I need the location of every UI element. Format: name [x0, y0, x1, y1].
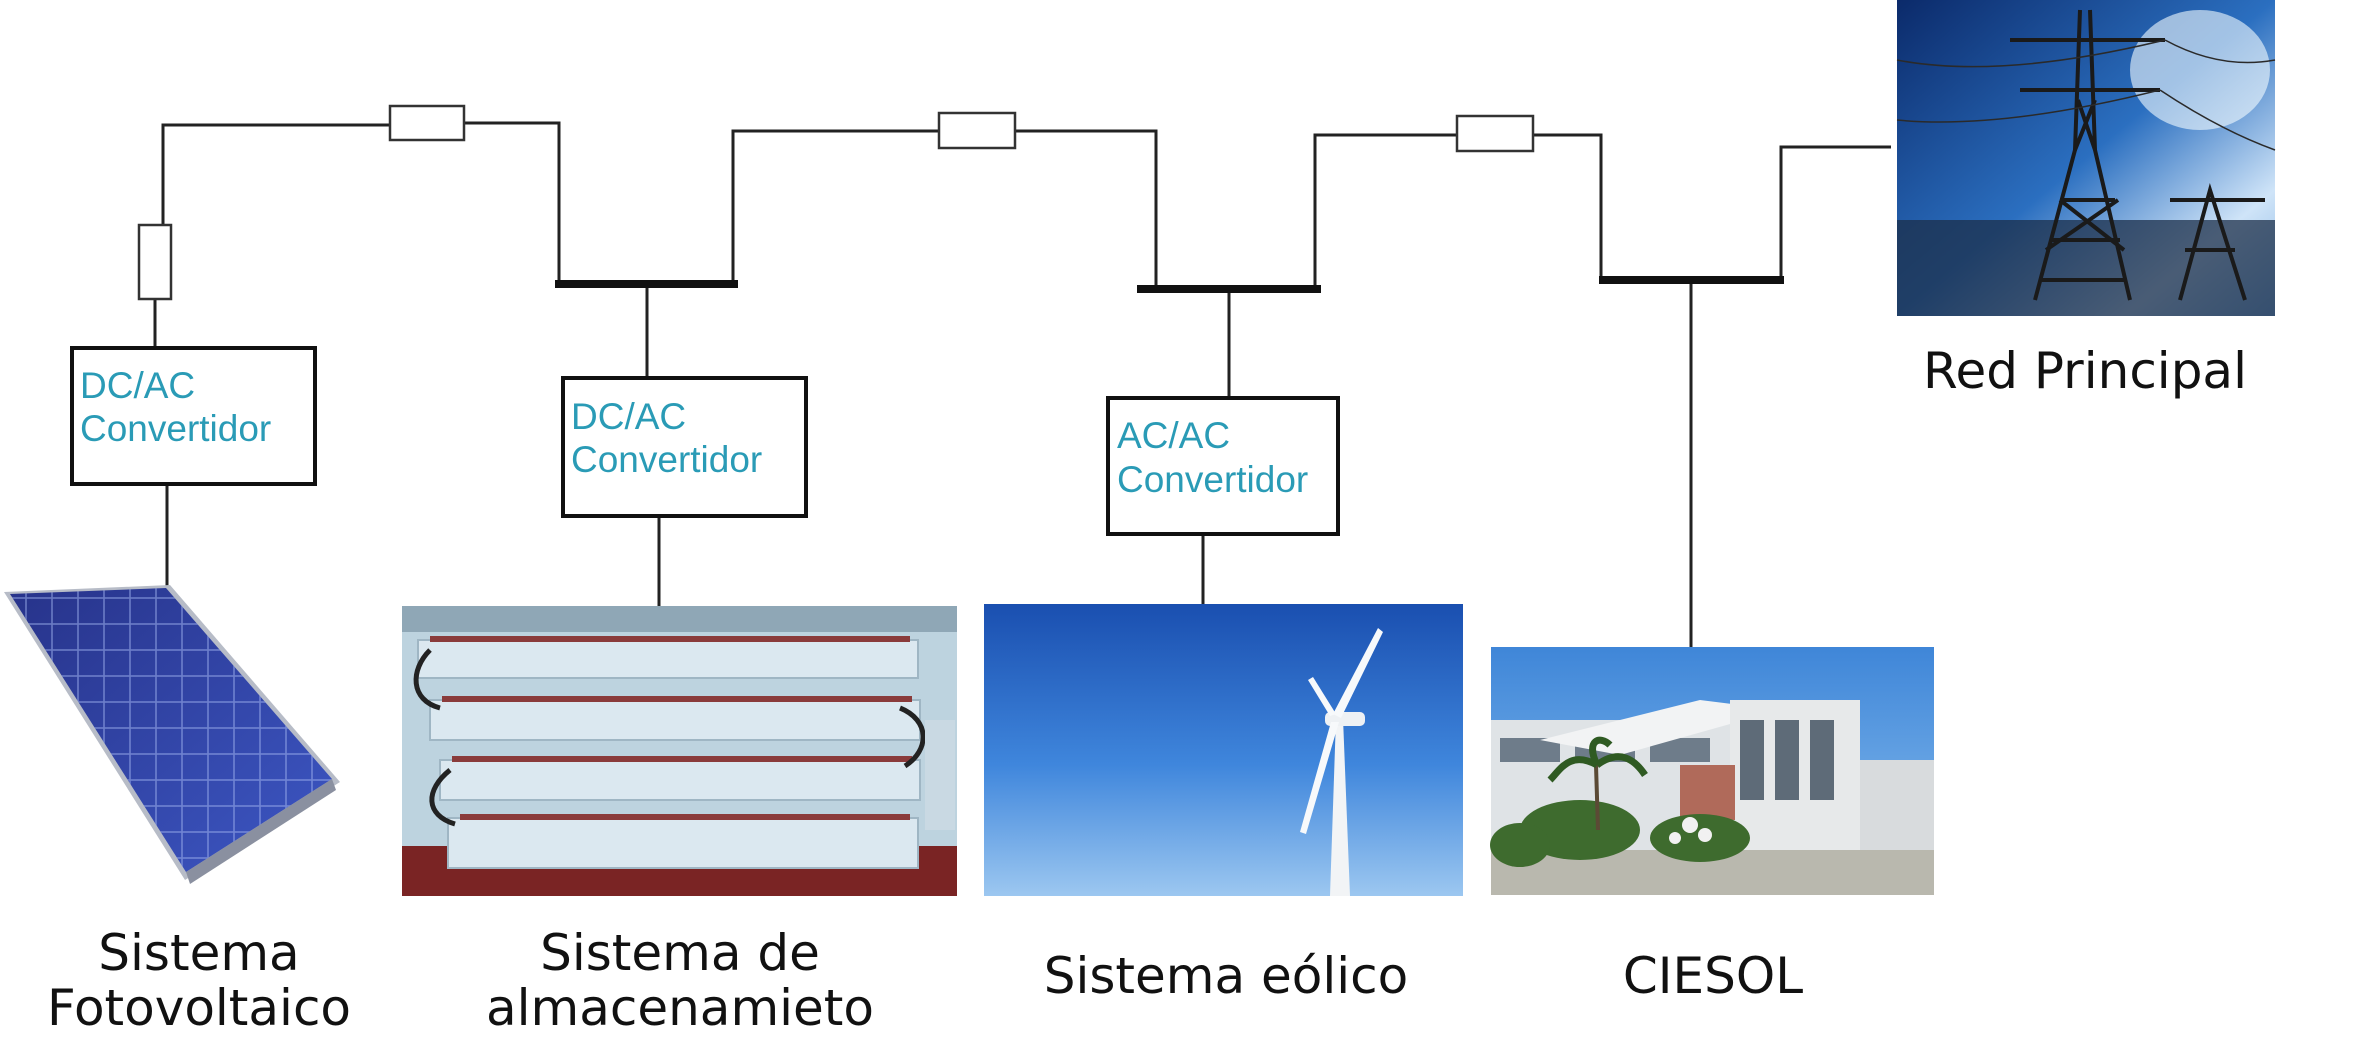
converter-name-label: Convertidor — [80, 408, 271, 449]
busbars — [555, 276, 1784, 293]
wire-r2-to-bus2 — [1015, 131, 1156, 289]
wire-bus3-to-grid — [1781, 147, 1891, 280]
converter-type-label: DC/AC — [571, 396, 686, 437]
caption-storage-line2: almacenamieto — [486, 979, 874, 1037]
battery-bank-icon — [402, 606, 957, 896]
wire-bus2-to-r3 — [1315, 135, 1457, 289]
impedance-2 — [939, 113, 1015, 148]
wire-bus1-to-r2 — [733, 131, 939, 284]
converter-storage: DC/AC Convertidor — [563, 378, 806, 516]
converter-type-label: AC/AC — [1117, 415, 1230, 456]
converter-wind: AC/AC Convertidor — [1108, 398, 1338, 534]
wire-pv-top — [163, 125, 390, 225]
wire-r3-to-bus3 — [1533, 135, 1601, 280]
building-icon — [1490, 647, 1934, 895]
busbar-1 — [555, 280, 738, 288]
caption-storage-line1: Sistema de — [540, 924, 820, 982]
wind-turbine-icon — [984, 604, 1463, 896]
caption-grid: Red Principal — [1923, 342, 2247, 400]
wiring — [155, 123, 1891, 647]
impedance-1 — [390, 106, 464, 140]
converter-name-label: Convertidor — [571, 439, 762, 480]
impedance-pv-vertical — [139, 225, 171, 299]
caption-ciesol: CIESOL — [1623, 947, 1803, 1005]
transmission-tower-icon — [1897, 0, 2275, 316]
caption-pv-line1: Sistema — [98, 924, 299, 982]
wire-r1-to-bus1 — [464, 123, 559, 284]
busbar-2 — [1137, 285, 1321, 293]
caption-pv-line2: Fotovoltaico — [47, 979, 351, 1037]
converter-pv: DC/AC Convertidor — [72, 348, 315, 484]
caption-wind: Sistema eólico — [1044, 947, 1409, 1005]
solar-panel-icon — [4, 585, 340, 884]
converter-name-label: Convertidor — [1117, 459, 1308, 500]
impedance-3 — [1457, 116, 1533, 151]
converter-type-label: DC/AC — [80, 365, 195, 406]
busbar-3 — [1599, 276, 1784, 284]
